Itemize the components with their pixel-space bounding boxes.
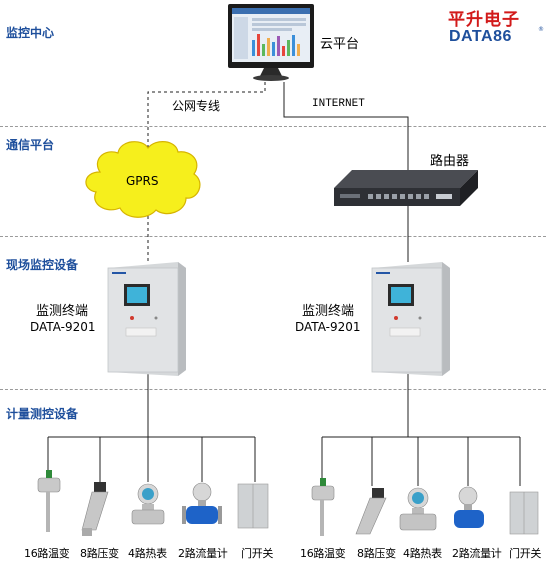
sensor-flowmeter-right bbox=[454, 486, 484, 528]
sensor-label-left-door: 门开关 bbox=[241, 547, 274, 560]
sensor-temperature-right bbox=[311, 478, 335, 536]
divider-2 bbox=[0, 236, 546, 237]
section-field-devices: 现场监控设备 bbox=[6, 258, 79, 272]
terminal-right-model: DATA-9201 bbox=[295, 320, 361, 334]
gprs-label: GPRS bbox=[126, 174, 159, 188]
router-device bbox=[334, 170, 478, 206]
cloud-platform-monitor bbox=[228, 4, 314, 81]
section-comm-platform: 通信平台 bbox=[6, 138, 55, 152]
sensor-label-right-heat: 4路热表 bbox=[403, 547, 442, 560]
internet-link bbox=[283, 82, 409, 176]
internet-label: INTERNET bbox=[312, 98, 365, 110]
sensor-pressure-left bbox=[81, 482, 109, 536]
terminal-left-title: 监测终端 bbox=[36, 304, 89, 319]
sensor-flowmeter-left bbox=[182, 482, 222, 524]
sensor-heat-meter-left bbox=[131, 483, 165, 525]
connection-lines bbox=[47, 82, 521, 486]
terminal-left-model: DATA-9201 bbox=[30, 320, 96, 334]
terminal-cabinet-right bbox=[371, 262, 450, 376]
router-label: 路由器 bbox=[430, 154, 470, 169]
sensor-door-switch-left bbox=[237, 483, 269, 529]
gprs-cloud bbox=[85, 141, 201, 218]
sensor-label-right-temp: 16路温变 bbox=[300, 547, 346, 560]
terminal-right-title: 监测终端 bbox=[302, 304, 355, 319]
sensor-door-switch-right bbox=[509, 491, 539, 535]
cloud-platform-label: 云平台 bbox=[320, 37, 360, 52]
sensor-label-left-temp: 16路温变 bbox=[24, 547, 70, 560]
public-line-label: 公网专线 bbox=[172, 99, 221, 113]
brand-logo-en: DATA86 bbox=[449, 28, 512, 45]
sensor-label-right-flow: 2路流量计 bbox=[452, 547, 502, 560]
sensor-heat-meter-right bbox=[399, 487, 437, 531]
sensor-temperature-left bbox=[37, 470, 61, 532]
brand-logo-cn: 平升电子 bbox=[448, 10, 520, 30]
divider-3 bbox=[0, 389, 546, 390]
registered-mark: ® bbox=[538, 26, 544, 33]
sensor-pressure-right bbox=[355, 488, 387, 535]
sensor-label-left-flow: 2路流量计 bbox=[178, 547, 228, 560]
sensor-label-right-door: 门开关 bbox=[509, 547, 542, 560]
sensor-label-left-heat: 4路热表 bbox=[128, 547, 167, 560]
section-metering-devices: 计量测控设备 bbox=[6, 407, 79, 421]
left-bus-drops bbox=[47, 437, 256, 482]
right-bus-drops bbox=[321, 437, 521, 486]
sensor-label-right-pressure: 8路压变 bbox=[357, 547, 396, 560]
public-line-link bbox=[147, 82, 266, 160]
terminal-cabinet-left bbox=[107, 262, 186, 376]
section-monitor-center: 监控中心 bbox=[6, 26, 55, 40]
sensor-label-left-pressure: 8路压变 bbox=[80, 547, 119, 560]
divider-1 bbox=[0, 126, 546, 127]
